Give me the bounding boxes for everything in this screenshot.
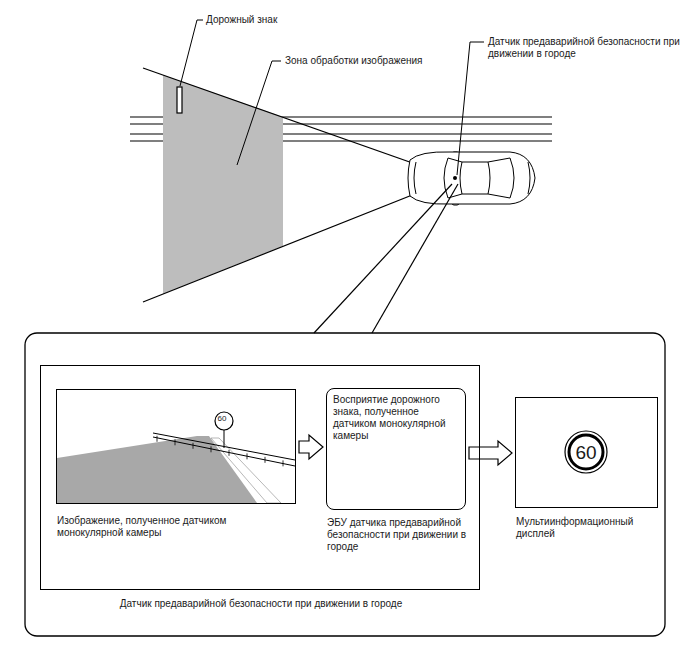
node-text: Датчик предаварийной безопасности при дв… — [41, 598, 481, 610]
processing-zone — [163, 75, 283, 294]
sign-value: 60 — [575, 443, 596, 462]
guardrail-post — [283, 460, 284, 466]
sensor-frame: Датчик предаварийной безопасности при дв… — [40, 365, 480, 590]
guardrail-post — [157, 436, 158, 442]
camera-image-box: Изображение, полученное датчиком монокул… — [56, 389, 296, 504]
node-text: ЭБУ датчика предаварийной безопасности п… — [327, 517, 482, 553]
part-label: Зона обработки изображения — [285, 55, 465, 67]
guardrail-post — [265, 457, 266, 463]
road-sign — [177, 87, 182, 113]
guardrail-post — [229, 450, 230, 456]
road-edge — [211, 438, 281, 503]
part-label: Датчик предаварийной безопасности при дв… — [488, 36, 680, 60]
guardrail-post — [211, 446, 212, 452]
leader-lines — [180, 20, 484, 175]
sign-disc — [215, 412, 233, 430]
guardrail-post — [193, 443, 194, 449]
node-text: Мультиинформационный дисплей — [516, 516, 656, 540]
callout-lines — [314, 184, 458, 333]
camera-point — [453, 176, 457, 180]
flow-arrow — [469, 441, 512, 465]
node-text: Изображение, полученное датчиком монокул… — [57, 515, 287, 539]
car — [408, 152, 535, 205]
guardrail-post — [175, 439, 176, 445]
part-label: Дорожный знак — [206, 14, 326, 26]
outer-panel — [25, 333, 665, 636]
sign-value: 60 — [218, 415, 227, 423]
sign-outer — [565, 431, 607, 473]
ecu-box: Восприятие дорожного знака, полученное д… — [326, 388, 466, 510]
node-text: Восприятие дорожного знака, полученное д… — [333, 394, 459, 442]
camera-view — [57, 390, 295, 503]
sign-ring — [569, 435, 603, 469]
sign-pole — [224, 430, 225, 448]
flow-arrow — [299, 435, 323, 459]
guardrail-post — [247, 453, 248, 459]
